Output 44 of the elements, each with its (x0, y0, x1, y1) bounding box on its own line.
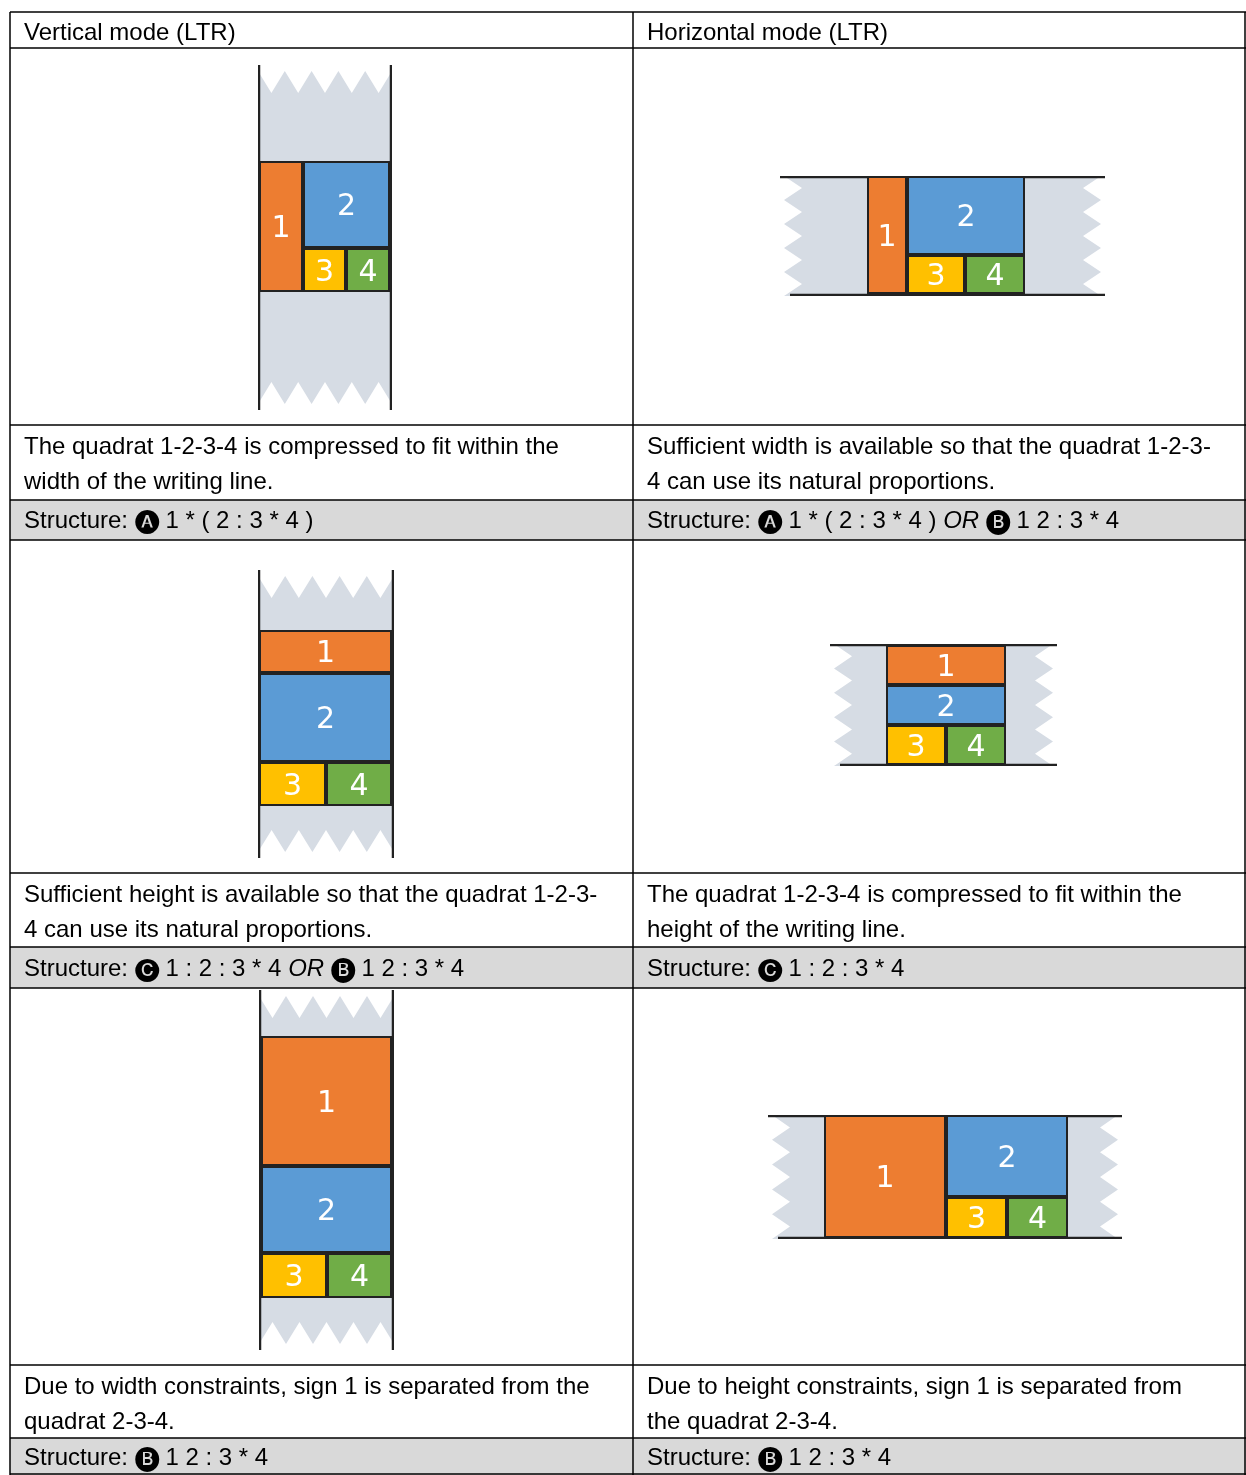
sign-block: 3 (946, 1197, 1007, 1238)
sign-block: 2 (946, 1115, 1068, 1197)
description-text: The quadrat 1-2-3-4 is compressed to fit within the height of the writing line. (646, 879, 1183, 944)
column-header: Vertical mode (LTR) (23, 17, 237, 47)
sign-block: 2 (907, 176, 1025, 255)
sign-block: 2 (303, 161, 390, 248)
sign-block: 4 (965, 255, 1025, 294)
sign-block: 1 (867, 176, 907, 294)
sign-block: 1 (886, 645, 1006, 685)
structure-formula: Structure: 🅑 1 2 : 3 * 4 (646, 1442, 893, 1474)
sign-block: 2 (886, 685, 1006, 725)
description-text: Sufficient height is available so that the quadrat 1-2-3-4 can use its natural proportions. (23, 879, 599, 944)
writing-line-band (258, 65, 392, 410)
sign-block: 4 (326, 762, 392, 806)
description-text: Due to width constraints, sign 1 is separated from the quadrat 2-3-4. (23, 1371, 591, 1436)
structure-formula: Structure: 🅒 1 : 2 : 3 * 4 (646, 953, 906, 984)
sign-block: 1 (261, 1036, 392, 1166)
sign-block: 4 (327, 1253, 392, 1298)
sign-block: 3 (907, 255, 965, 294)
sign-block: 1 (259, 161, 303, 292)
description-text: The quadrat 1-2-3-4 is compressed to fit within the width of the writing line. (23, 431, 560, 496)
structure-formula: Structure: 🅐 1 * ( 2 : 3 * 4 ) (23, 505, 315, 536)
sign-block: 1 (824, 1115, 946, 1238)
sign-block: 2 (261, 1166, 392, 1253)
sign-block: 3 (886, 725, 946, 765)
description-text: Due to height constraints, sign 1 is separated from the quadrat 2-3-4. (646, 1371, 1183, 1436)
description-text: Sufficient width is available so that the quadrat 1-2-3-4 can use its natural proportions. (646, 431, 1212, 496)
writing-line-band (830, 644, 1057, 766)
sign-block: 2 (259, 673, 392, 762)
column-header: Horizontal mode (LTR) (646, 17, 889, 47)
sign-block: 4 (346, 248, 390, 292)
sign-block: 3 (303, 248, 346, 292)
writing-line-band (768, 1115, 1122, 1239)
structure-formula: Structure: 🅐 1 * ( 2 : 3 * 4 ) OR 🅑 1 2 : 3 * 4 (646, 505, 1121, 537)
sign-block: 1 (259, 630, 392, 673)
sign-block: 4 (1007, 1197, 1068, 1238)
writing-line-band (780, 176, 1105, 296)
sign-block: 3 (261, 1253, 327, 1298)
sign-block: 3 (259, 762, 326, 806)
structure-formula: Structure: 🅒 1 : 2 : 3 * 4 OR 🅑 1 2 : 3 * 4 (23, 953, 466, 985)
writing-line-band (258, 570, 394, 858)
structure-formula: Structure: 🅑 1 2 : 3 * 4 (23, 1442, 270, 1474)
sign-block: 4 (946, 725, 1006, 765)
writing-line-band (259, 990, 394, 1350)
